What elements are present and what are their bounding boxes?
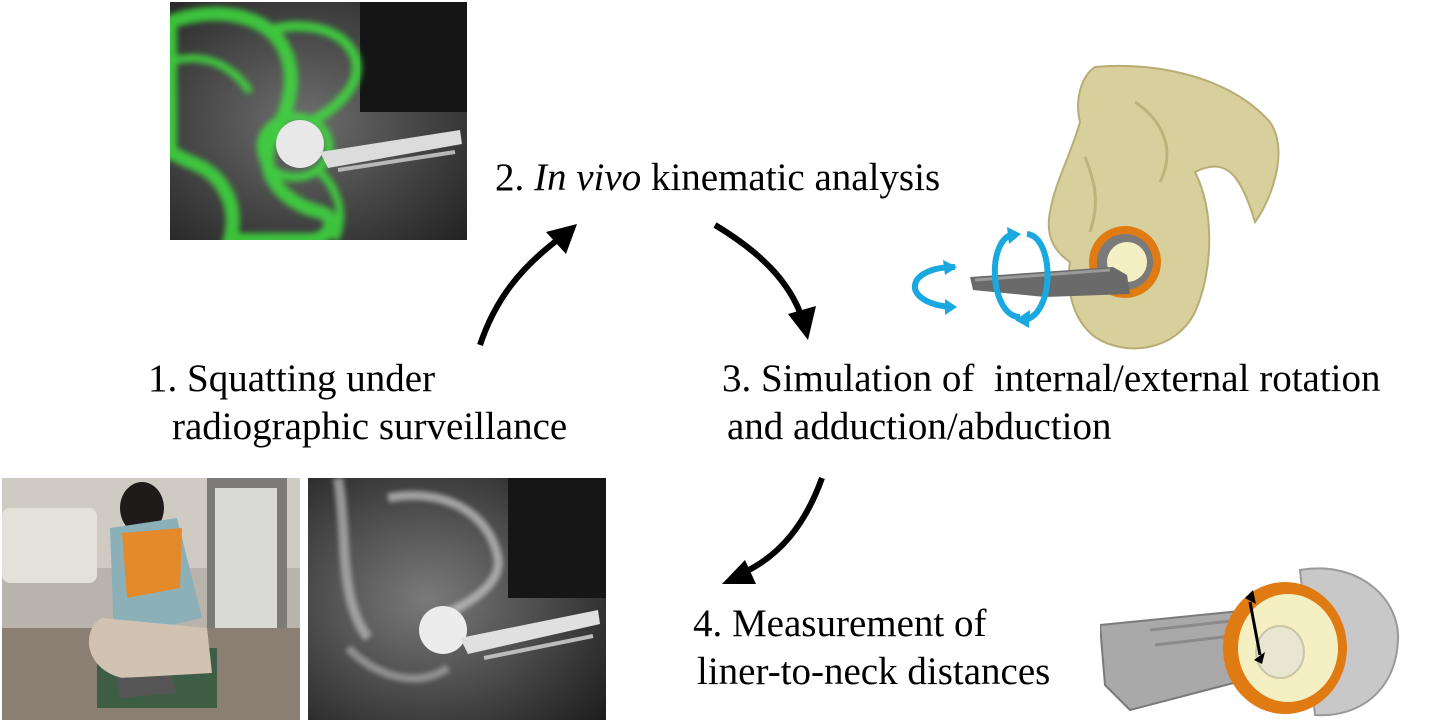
arrow-step2-to-step3 bbox=[715, 225, 816, 340]
step-4-line-1: Measurement of bbox=[732, 602, 987, 645]
step-3-label: 3. Simulation of internal/external rotat… bbox=[722, 355, 1381, 451]
step-2-label: 2. In vivo kinematic analysis bbox=[495, 154, 940, 202]
step-2-italic-term: In vivo bbox=[534, 156, 641, 199]
step-3-line-2: and adduction/abduction bbox=[727, 405, 1111, 448]
step-3-line-1: Simulation of internal/external rotation bbox=[761, 357, 1381, 400]
step-1-number: 1. bbox=[148, 357, 177, 400]
step-1-line-1: Squatting under bbox=[187, 357, 435, 400]
step-4-label: 4. Measurement of liner-to-neck distance… bbox=[693, 600, 1050, 696]
step-3-number: 3. bbox=[722, 357, 751, 400]
step-4-line-2: liner-to-neck distances bbox=[697, 650, 1050, 693]
step-1-label: 1. Squatting under radiographic surveill… bbox=[148, 355, 567, 451]
step-4-number: 4. bbox=[693, 602, 722, 645]
arrow-step3-to-step4 bbox=[722, 478, 822, 584]
arrow-step1-to-step2 bbox=[480, 224, 577, 345]
step-2-number: 2. bbox=[495, 156, 524, 199]
step-2-text: kinematic analysis bbox=[651, 156, 940, 199]
step-1-line-2: radiographic surveillance bbox=[172, 405, 567, 448]
